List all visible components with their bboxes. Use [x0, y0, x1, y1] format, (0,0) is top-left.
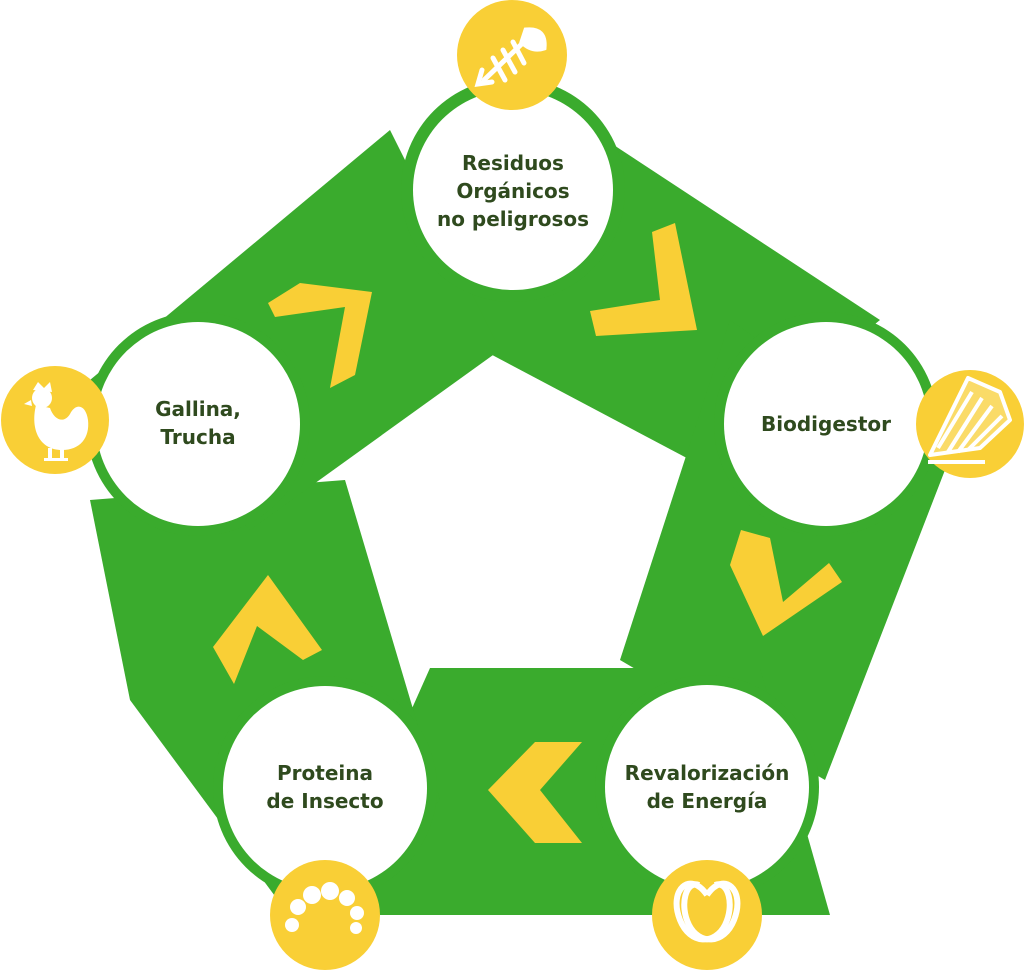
badge-proteina [270, 860, 380, 970]
node-revalorizacion: Revalorización de Energía [595, 675, 819, 899]
node-revalorizacion-line-2: de Energía [647, 789, 768, 813]
badge-biodigestor [916, 370, 1024, 478]
badge-residuos [457, 0, 567, 110]
energy-loop-icon [673, 880, 741, 943]
node-residuos: Residuos Orgánicos no peligrosos [401, 78, 625, 302]
node-residuos-line-3: no peligrosos [437, 207, 589, 231]
node-proteina-line-1: Proteina [277, 761, 373, 785]
arrow-residuos-biodigestor [590, 223, 697, 336]
node-residuos-line-2: Orgánicos [456, 179, 569, 203]
node-residuos-line-1: Residuos [462, 151, 564, 175]
node-biodigestor: Biodigestor [714, 312, 938, 536]
fish-bone-icon [474, 27, 547, 88]
node-gallina-line-1: Gallina, [155, 397, 241, 421]
chicken-icon [24, 382, 89, 461]
node-gallina: Gallina, Trucha [86, 312, 310, 536]
node-gallina-line-2: Trucha [160, 425, 235, 449]
cycle-nodes: Residuos Orgánicos no peligrosos Biodige… [86, 78, 938, 900]
node-revalorizacion-line-1: Revalorización [625, 761, 790, 785]
larva-icon [285, 882, 364, 934]
node-proteina-line-2: de Insecto [266, 789, 383, 813]
arrow-proteina-gallina [213, 575, 322, 684]
cycle-arrows [213, 223, 842, 843]
biodigester-icon [928, 376, 1012, 464]
arrow-revalorizacion-proteina [488, 742, 582, 843]
arrow-gallina-residuos [268, 283, 372, 388]
badge-revalorizacion [652, 860, 762, 970]
badge-gallina [1, 366, 109, 474]
arrow-biodigestor-revalorizacion [730, 530, 842, 636]
node-proteina: Proteina de Insecto [213, 676, 437, 900]
node-biodigestor-line-1: Biodigestor [761, 412, 891, 436]
